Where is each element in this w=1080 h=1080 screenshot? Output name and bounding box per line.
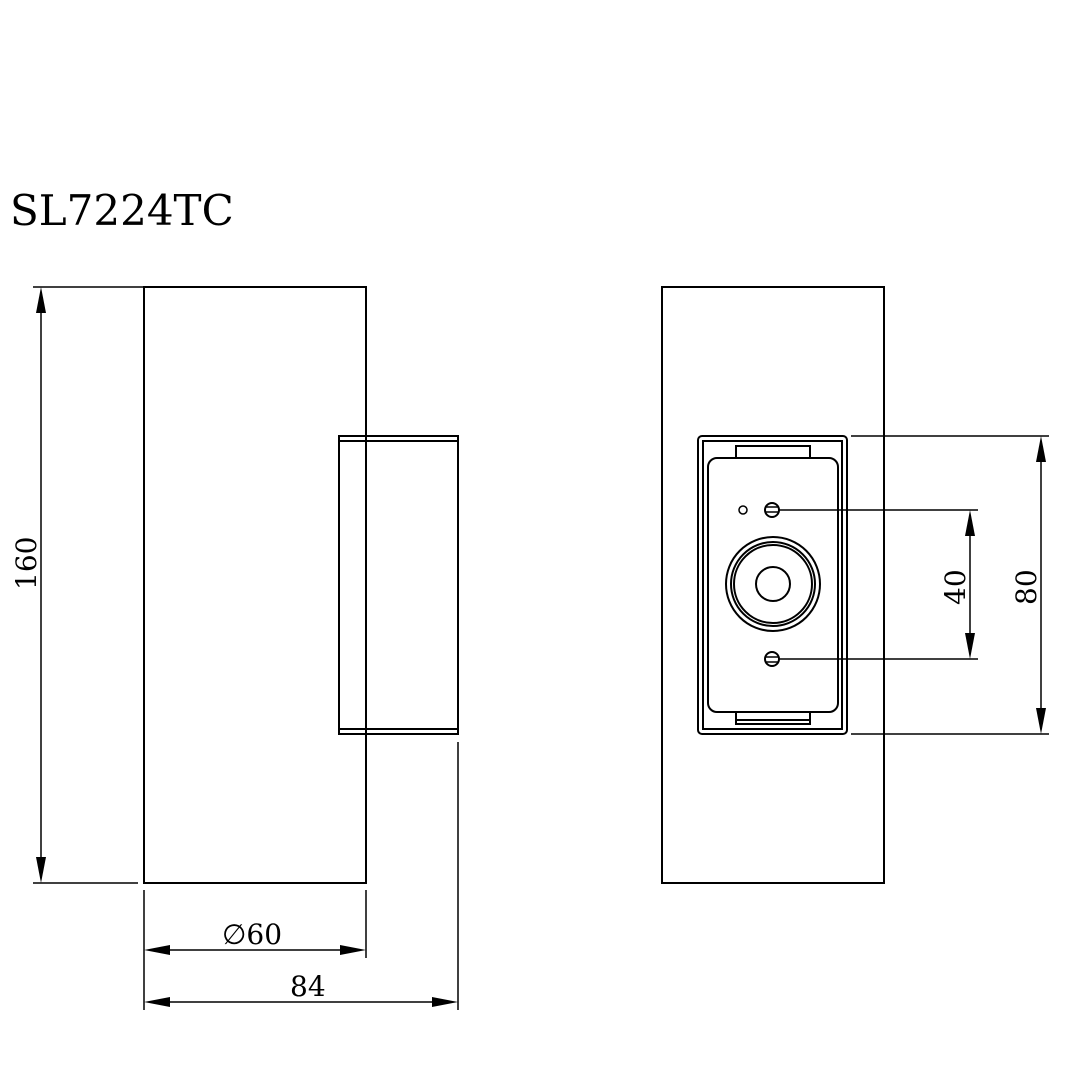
bottom-screw-icon	[764, 651, 780, 667]
depth-label: 84	[290, 970, 326, 1003]
top-screw-icon	[764, 502, 780, 518]
height-dimension: 160	[10, 286, 144, 884]
hole-spacing-label: 40	[939, 569, 972, 605]
model-title: SL7224TC	[10, 186, 234, 235]
cable-entry-icon	[725, 536, 821, 632]
depth-dimension: 84	[144, 742, 459, 1010]
small-hole-icon	[738, 505, 748, 515]
back-view: 40 80	[661, 286, 1049, 884]
height-label: 160	[10, 537, 43, 590]
hole-spacing-dimension: 40	[779, 509, 978, 660]
diameter-label: ∅60	[222, 918, 282, 951]
plate-height-dimension: 80	[851, 435, 1049, 735]
mounting-plate	[697, 435, 848, 735]
cylinder-body	[143, 286, 367, 884]
plate-height-label: 80	[1010, 569, 1043, 605]
back-body	[661, 286, 885, 884]
diameter-dimension: ∅60	[143, 890, 367, 1010]
side-view: 160 ∅60 84	[10, 286, 459, 1010]
wall-mount-block	[338, 435, 459, 735]
